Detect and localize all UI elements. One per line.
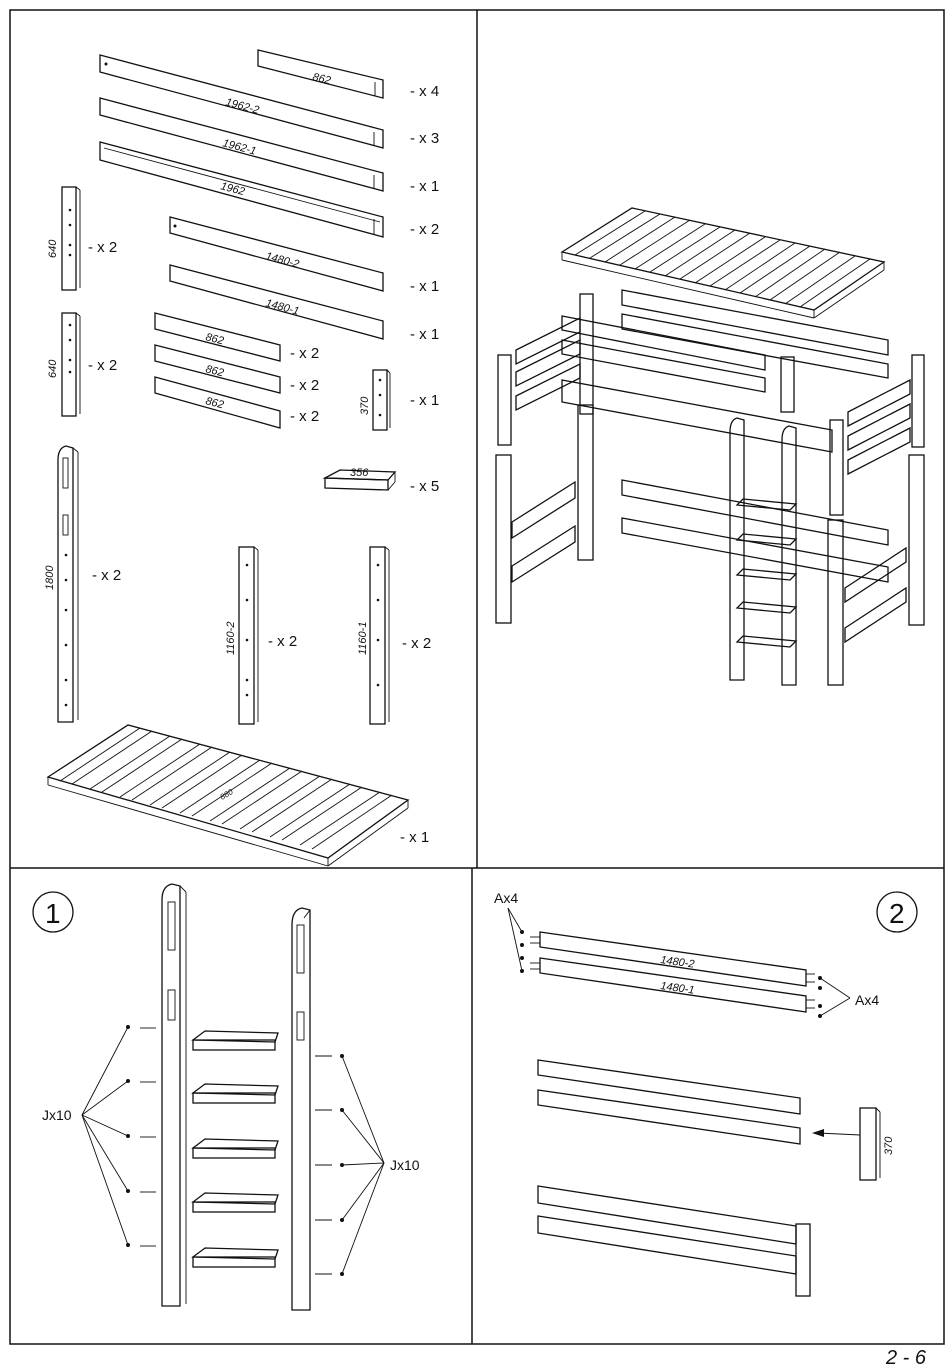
post-1160-2: 1160-2 [225,547,258,724]
post-1160-1: 1160-1 [357,547,389,724]
part-qty: - x 2 [410,221,439,238]
part-label: 640 [47,239,59,258]
part-label: 862 [204,395,225,411]
callout-right: Jx10 [390,1157,420,1173]
step-356: 356 [325,467,395,490]
part-qty: - x 3 [410,130,439,147]
callout-left: Jx10 [42,1107,72,1123]
part-qty-slatted: - x 1 [400,829,429,846]
part-label: 1800 [44,565,56,590]
part-qty: - x 1 [410,278,439,295]
parts-list: 862 - x 4 1962-2 - x 3 1962-1 - x 1 1962… [44,50,439,866]
part-label: 356 [350,467,369,479]
part-qty: - x 2 [290,377,319,394]
beam-1962: 1962 [100,142,383,237]
part-label: 640 [47,359,59,378]
post-640-b: 640 [47,313,80,416]
post-640-a: 640 [47,187,80,290]
part-qty: - x 2 [88,357,117,374]
part-qty: - x 1 [410,392,439,409]
part-label: 862 [204,363,225,379]
screws-left [82,1025,156,1247]
part-label: 1160-2 [225,622,237,655]
part-qty: - x 2 [88,239,117,256]
page-number: 2 - 6 [886,1347,926,1370]
step-number: 1 [45,898,61,929]
part-label: 1962-1 [221,137,257,157]
beam-862-b: 862 [155,345,280,393]
part-label: 1962-2 [224,96,260,116]
part-label: 1480-1 [264,297,300,317]
ladder-steps [193,1031,278,1267]
part-label: 370 [359,396,371,415]
step-number: 2 [889,898,905,929]
part-label: 862 [311,71,332,87]
post-370: 370 [359,370,390,430]
beam-1962-2: 1962-2 [100,55,383,148]
screws-right [315,1054,384,1276]
callout-right: Ax4 [855,992,879,1008]
part-qty: - x 5 [410,478,439,495]
post-label: 370 [883,1136,895,1155]
part-qty: - x 2 [92,567,121,584]
part-qty: - x 2 [290,345,319,362]
part-qty: - x 2 [402,635,431,652]
rail-label-top: 1480-2 [660,954,696,971]
ladder-side-1800: 1800 [44,446,78,722]
part-label: 1480-2 [264,250,300,270]
step-1-section: 1 [33,884,420,1310]
part-label: 862 [204,331,225,347]
part-qty: - x 4 [410,83,439,100]
part-qty: - x 2 [290,408,319,425]
callout-left: Ax4 [494,890,518,906]
beam-862-a: 862 [155,313,280,361]
part-label: 1160-1 [357,622,369,655]
part-qty: - x 2 [268,633,297,650]
beam-862-c: 862 [155,377,280,428]
beam-862-top: 862 [258,50,383,98]
step-2-section: 2 1480-2 1480-1 Ax4 Ax4 370 [494,890,917,1296]
slatted-base: 880 [48,725,408,866]
assembled-bed-illustration [496,208,924,685]
part-qty: - x 1 [410,326,439,343]
part-qty: - x 1 [410,178,439,195]
beam-1480-1: 1480-1 [170,265,383,339]
rail-label-bottom: 1480-1 [660,980,696,997]
